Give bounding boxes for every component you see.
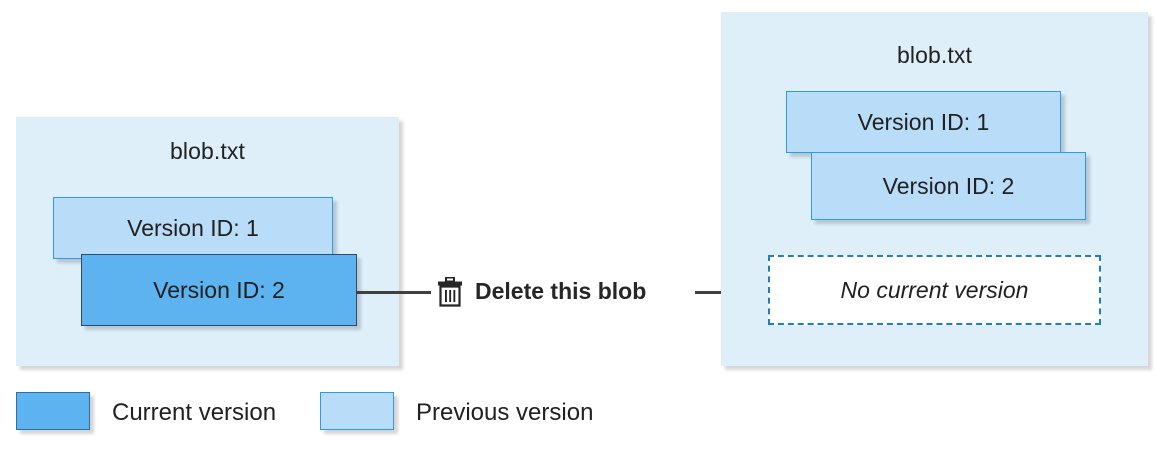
blob-name-label-before: blob.txt bbox=[170, 138, 245, 164]
legend-swatch-previous bbox=[320, 392, 394, 430]
version-box-previous-1-left: Version ID: 1 bbox=[53, 197, 333, 259]
trash-icon bbox=[437, 276, 463, 307]
blob-panel-after: blob.txt Version ID: 1 Version ID: 2 No … bbox=[721, 12, 1148, 366]
version-label: Version ID: 2 bbox=[882, 172, 1015, 199]
legend-label-previous: Previous version bbox=[416, 399, 594, 426]
version-box-previous-1-right: Version ID: 1 bbox=[786, 91, 1061, 153]
version-box-current-2-left: Version ID: 2 bbox=[81, 254, 357, 326]
legend-swatch-current bbox=[16, 392, 90, 430]
version-box-previous-2-right: Version ID: 2 bbox=[811, 152, 1086, 220]
version-label: Version ID: 1 bbox=[127, 214, 259, 241]
legend-label-current: Current version bbox=[112, 399, 277, 426]
connector-line-left bbox=[356, 291, 431, 294]
blob-panel-before: blob.txt Version ID: 1 Version ID: 2 bbox=[16, 117, 399, 366]
no-current-version-box: No current version bbox=[768, 255, 1101, 325]
no-current-version-label: No current version bbox=[840, 276, 1029, 303]
version-label: Version ID: 2 bbox=[153, 276, 285, 303]
blob-name-label-after: blob.txt bbox=[897, 42, 972, 68]
delete-action-label: Delete this blob bbox=[475, 278, 647, 304]
version-label: Version ID: 1 bbox=[857, 108, 990, 135]
